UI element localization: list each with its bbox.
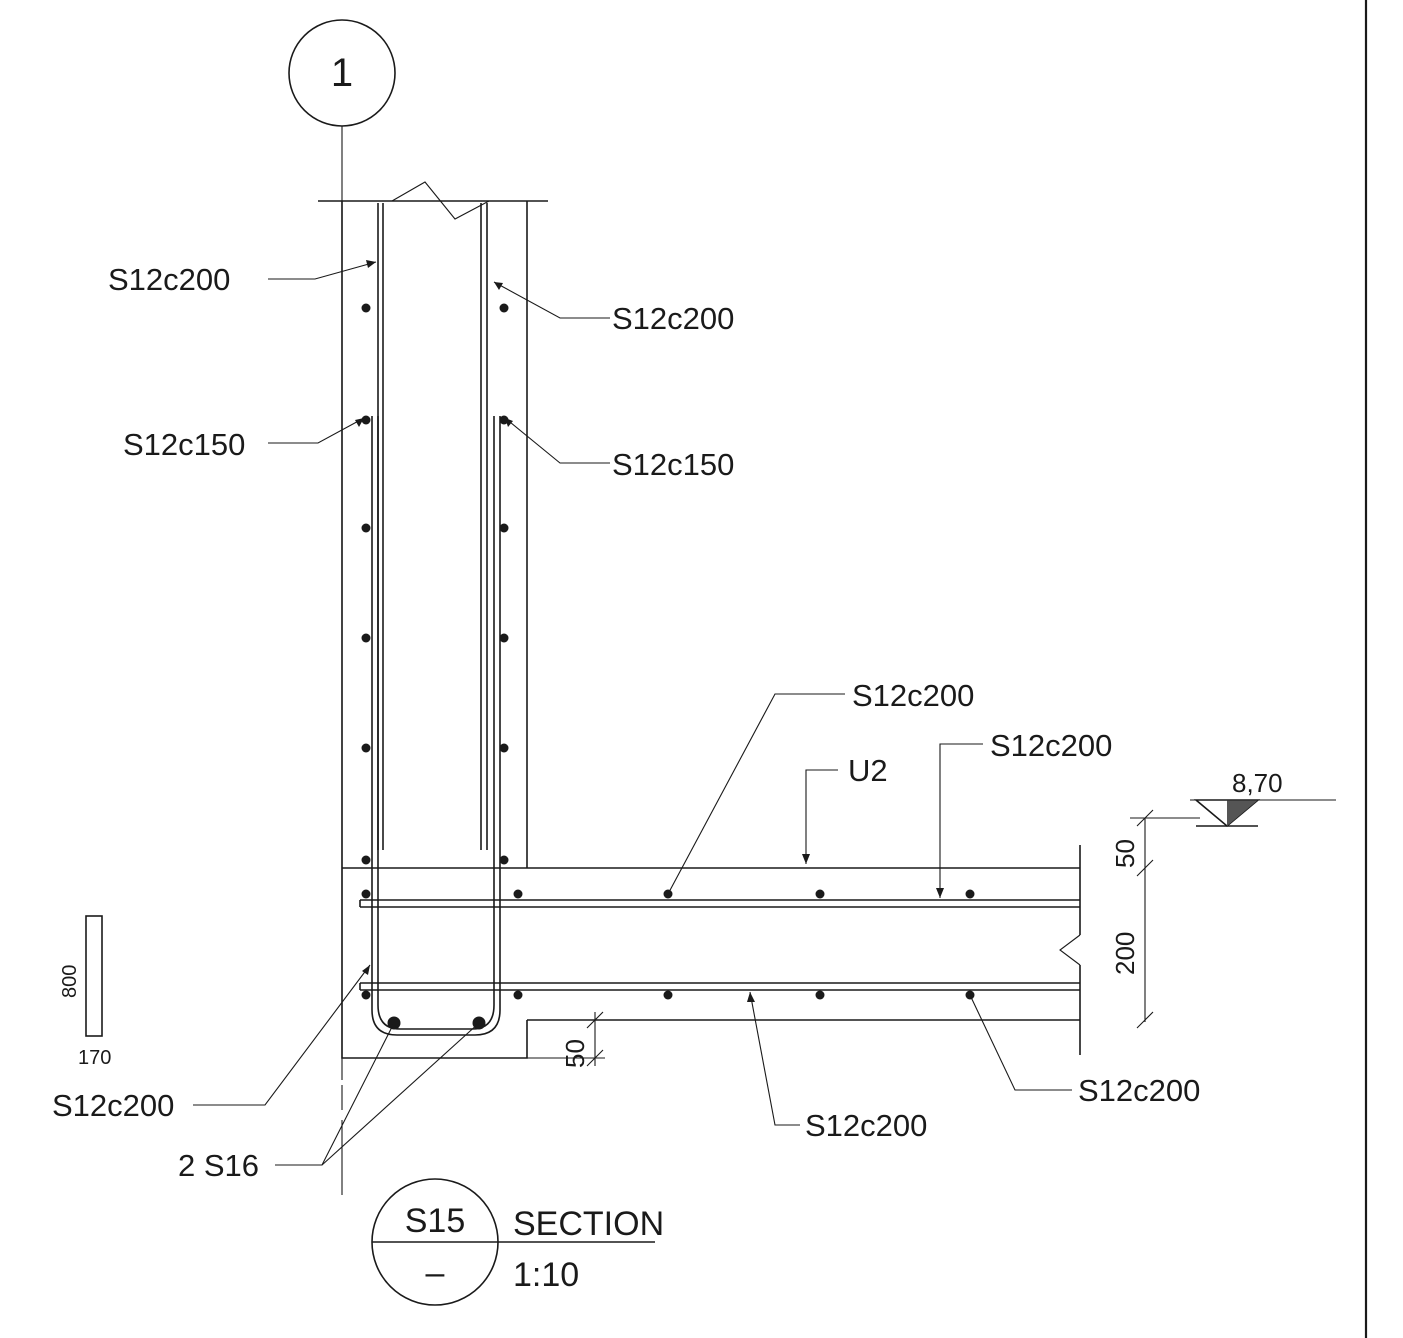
wall-thumbnail: 800 170 (59, 915, 111, 1069)
section-title: SECTION (513, 1205, 664, 1243)
rebar-dot (499, 523, 509, 533)
section-tag: S15 – SECTION 1:10 (371, 1178, 664, 1306)
section-id: S15 (405, 1202, 466, 1240)
thumb-height: 800 (59, 965, 81, 998)
level-value: 8,70 (1232, 768, 1283, 798)
callout-u-bar: U2 (848, 753, 888, 788)
callout-slab-top-mid: S12c200 (852, 678, 974, 713)
rebar-dot (361, 990, 371, 1000)
wall-outline (318, 181, 548, 868)
slab-outline (341, 845, 1081, 1059)
rebar-dot (663, 990, 673, 1000)
rebar-dot (513, 889, 523, 899)
level-marker: 8,70 (1190, 768, 1336, 828)
callout-slab-bottom-mid: S12c200 (805, 1108, 927, 1143)
rebar-dot (499, 855, 509, 865)
callout-wall-outer-lower: S12c150 (123, 427, 245, 462)
rebar-dot (361, 855, 371, 865)
rebar-dot (815, 990, 825, 1000)
section-scale: 1:10 (513, 1256, 579, 1294)
dim-top-cover: 50 (1110, 839, 1140, 868)
rebar-callouts: S12c200 S12c200 S12c150 S12c150 S12c200 … (52, 260, 1200, 1183)
rebar-dot (499, 303, 509, 313)
callout-corner-bars: 2 S16 (178, 1148, 259, 1183)
rebar-dot (361, 889, 371, 899)
dim-bottom-cover: 50 (560, 1039, 590, 1068)
rebar-dot (361, 743, 371, 753)
slab-dimension-chain: 50 200 (1110, 809, 1200, 1029)
thumb-width: 170 (78, 1047, 111, 1069)
rebar-dot (361, 633, 371, 643)
rebar-dot (513, 990, 523, 1000)
rebar-dot (361, 303, 371, 313)
rebar-dot (965, 889, 975, 899)
wall-rebar-lines (371, 203, 501, 1036)
callout-wall-inner-upper: S12c200 (612, 301, 734, 336)
rebar-dot (499, 633, 509, 643)
callout-wall-inner-lower: S12c150 (612, 447, 734, 482)
bottom-cover-dimension: 50 (527, 1011, 605, 1068)
callout-slab-top-right: S12c200 (990, 728, 1112, 763)
section-sheet: – (426, 1254, 445, 1292)
callout-slab-bottom-right: S12c200 (1078, 1073, 1200, 1108)
rebar-dots (361, 303, 975, 1030)
dim-slab-thickness: 200 (1110, 932, 1140, 975)
grid-axis-label: 1 (331, 51, 353, 95)
rebar-dot (499, 415, 509, 425)
callout-wall-outer-upper: S12c200 (108, 262, 230, 297)
slab-rebar-lines (359, 899, 1080, 991)
rebar-dot (361, 523, 371, 533)
callout-corner-left: S12c200 (52, 1088, 174, 1123)
rebar-dot (815, 889, 825, 899)
rebar-dot (499, 743, 509, 753)
